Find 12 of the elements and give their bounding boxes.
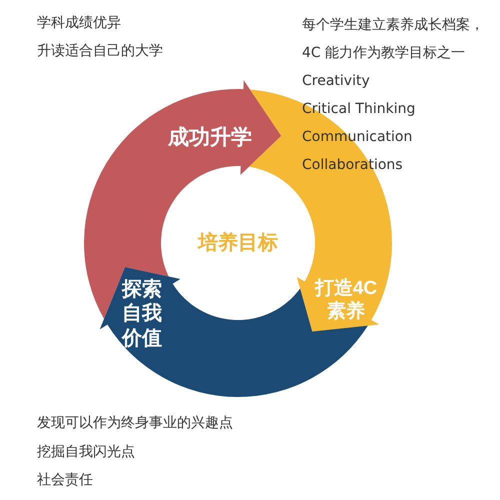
annotation-text: 学科成绩优异 bbox=[37, 14, 121, 32]
annotation-text: 4C 能力作为教学目标之一 bbox=[302, 44, 466, 62]
segment-label: 探索自我价值 bbox=[122, 277, 162, 351]
annotation-text: Creativity bbox=[302, 72, 370, 90]
annotation-text: 升读适合自己的大学 bbox=[37, 42, 163, 60]
center-label: 培养目标 bbox=[198, 231, 278, 255]
segment-label: 打造4C素养 bbox=[314, 276, 378, 324]
annotation-text: 挖掘自我闪光点 bbox=[37, 442, 135, 460]
segment-label: 成功升学 bbox=[168, 125, 252, 151]
annotation-text: 社会责任 bbox=[37, 471, 93, 489]
annotation-text: 每个学生建立素养成长档案， bbox=[302, 16, 484, 34]
annotation-text: 发现可以作为终身事业的兴趣点 bbox=[37, 414, 233, 432]
